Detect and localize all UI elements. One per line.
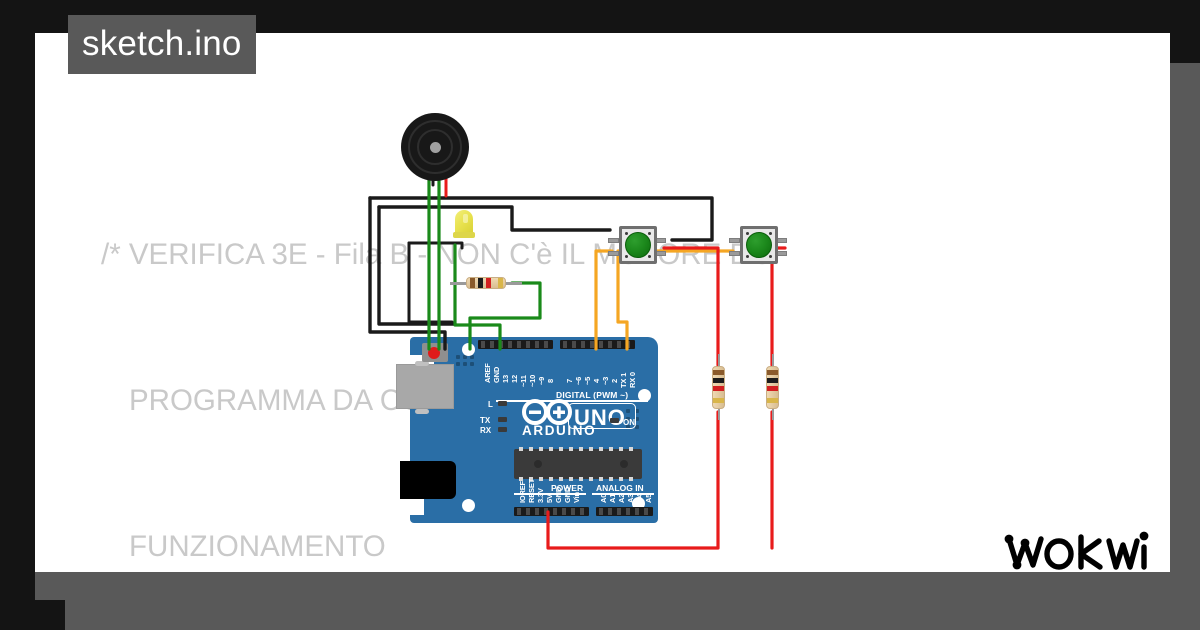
card-bottom-strip (35, 572, 1170, 600)
code-line: PROGRAMMA DA COMPLETARE (129, 383, 581, 417)
file-tab-sketch-ino[interactable]: sketch.ino (68, 15, 256, 74)
code-line: FUNZIONAMENTO (129, 530, 386, 564)
code-line: /* VERIFICA 3E - Fila B - NON C'è IL MOT… (101, 237, 773, 271)
project-card: /* VERIFICA 3E - Fila B - NON C'è IL MOT… (35, 33, 1170, 600)
code-editor-text: /* VERIFICA 3E - Fila B - NON C'è IL MOT… (101, 133, 1161, 600)
wokwi-logo (1004, 531, 1149, 570)
